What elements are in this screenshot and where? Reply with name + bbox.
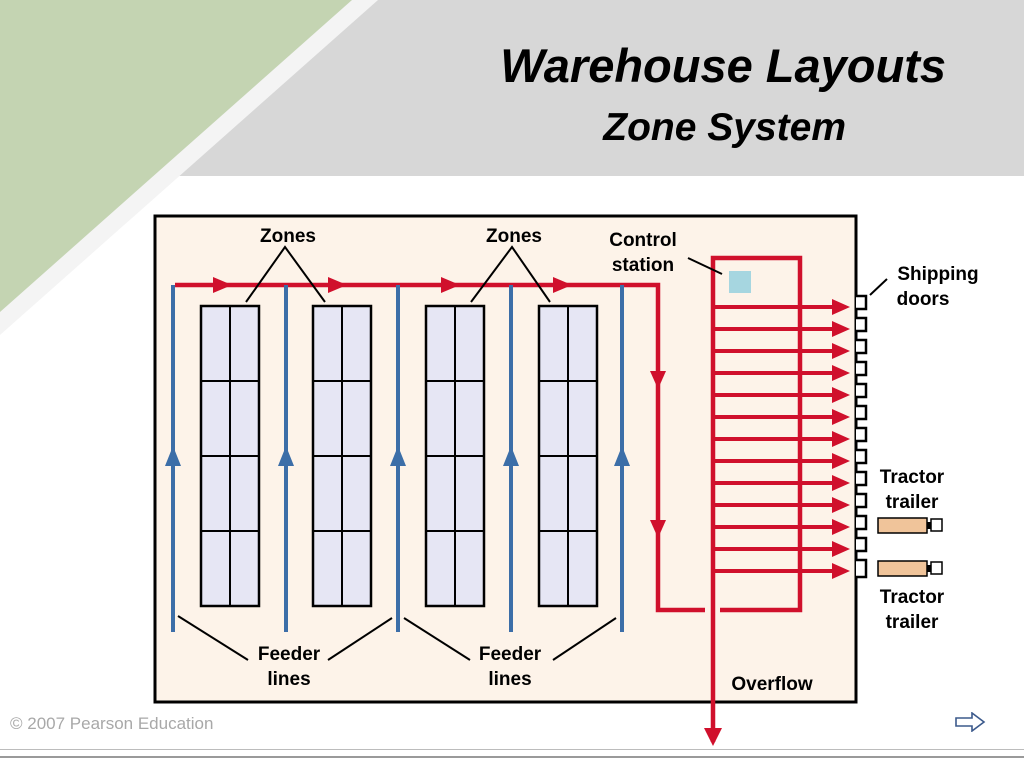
control-station-loop <box>710 255 803 742</box>
control-station-label: station <box>612 255 674 276</box>
zones-label: Zones <box>260 226 316 247</box>
slide-title: Warehouse Layouts <box>500 39 946 92</box>
slide-header: Warehouse Layouts Zone System <box>0 0 1024 335</box>
leader-lines <box>177 245 888 661</box>
tractor-trailer-label: trailer <box>886 612 939 633</box>
storage-rack <box>199 304 261 608</box>
shipping-doors-label: Shipping <box>897 264 978 285</box>
footer-rule <box>0 749 1024 750</box>
copyright-footer: © 2007 Pearson Education <box>10 714 214 733</box>
shipping-doors-label: doors <box>897 289 950 310</box>
feeder-lines-label: Feeder <box>258 644 321 665</box>
feeder-line <box>390 285 406 632</box>
tractor-trailer-label: Tractor <box>880 587 945 608</box>
feeder-lines-label: Feeder <box>479 644 542 665</box>
storage-rack <box>311 304 373 608</box>
dock-distribution-lines <box>713 299 850 579</box>
zones-label: Zones <box>486 226 542 247</box>
overflow-arrow <box>704 728 722 746</box>
shipping-doors <box>854 294 868 579</box>
feeder-line <box>278 285 294 632</box>
storage-rack <box>537 304 599 608</box>
tractor-trailer <box>877 560 943 577</box>
tractor-trailer-label: trailer <box>886 492 939 513</box>
right-arrow-icon <box>955 711 986 733</box>
decorative-diagonal-band <box>0 0 378 335</box>
tractor-trailer <box>877 517 943 534</box>
tractor-trailer-label: Tractor <box>880 467 945 488</box>
storage-rack <box>424 304 486 608</box>
feeder-line <box>503 285 519 632</box>
feeder-lines-label: lines <box>488 669 531 690</box>
next-slide-button[interactable] <box>954 711 986 737</box>
feeder-line <box>165 285 181 632</box>
overflow-label: Overflow <box>731 674 813 695</box>
feeder-line <box>614 285 630 632</box>
footer-rule <box>0 756 1024 758</box>
feeder-lines-label: lines <box>267 669 310 690</box>
slide-subtitle: Zone System <box>603 106 846 149</box>
control-station <box>729 271 751 293</box>
main-conveyor <box>175 277 705 613</box>
control-station-label: Control <box>609 230 677 251</box>
